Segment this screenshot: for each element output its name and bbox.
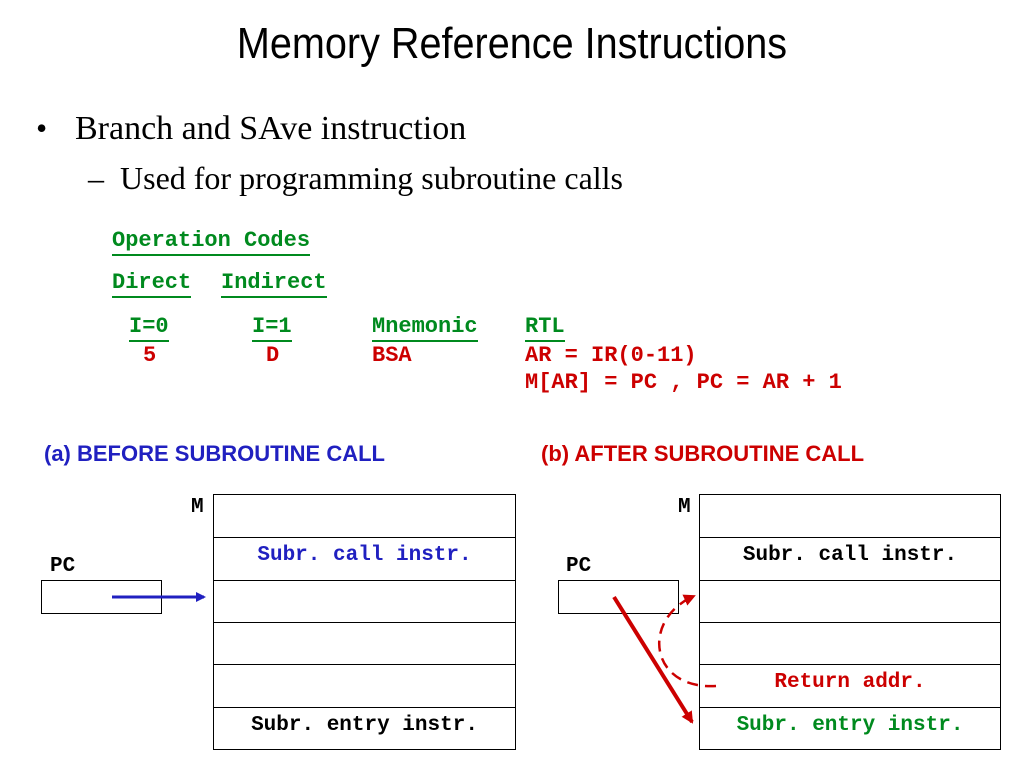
before-memory-word-1: Subr. call instr. — [214, 538, 515, 581]
col-rtl: RTL — [525, 314, 565, 342]
bullet-marker: • — [36, 110, 48, 146]
after-memory-word-4: Return addr. — [700, 665, 1000, 708]
return-address-arrow — [657, 594, 717, 688]
before-memory-word-0 — [214, 495, 515, 538]
before-memory-word-2 — [214, 581, 515, 623]
after-pc-arrow — [612, 595, 694, 724]
rtl-line-2: M[AR] = PC , PC = AR + 1 — [525, 370, 842, 395]
sub-bullet-marker: – — [88, 160, 104, 196]
caption-before: (a) BEFORE SUBROUTINE CALL — [44, 441, 385, 466]
col-mnemonic: Mnemonic — [372, 314, 478, 342]
col-i1: I=1 — [252, 314, 292, 342]
before-memory-word-3 — [214, 623, 515, 665]
before-memory-word-4 — [214, 665, 515, 708]
before-memory-label: M — [191, 496, 204, 519]
before-memory: Subr. call instr. Subr. entry instr. — [213, 494, 516, 750]
val-i1: D — [266, 343, 280, 368]
opcodes-indirect: Indirect — [221, 270, 327, 298]
rtl-line-1: AR = IR(0-11) — [525, 343, 697, 368]
after-memory-label: M — [678, 496, 691, 519]
opcodes-heading: Operation Codes — [112, 228, 311, 256]
after-pc-register — [558, 580, 679, 614]
before-memory-word-5: Subr. entry instr. — [251, 714, 478, 737]
page-title: Memory Reference Instructions — [236, 19, 788, 68]
after-pc-label: PC — [566, 555, 592, 578]
bullet-sub: Used for programming subroutine calls — [120, 160, 623, 196]
opcodes-direct: Direct — [112, 270, 192, 298]
col-i0: I=0 — [129, 314, 169, 342]
after-memory-word-2 — [700, 581, 1000, 623]
val-mnemonic: BSA — [372, 343, 412, 368]
val-i0: 5 — [143, 343, 157, 368]
after-memory-word-5: Subr. entry instr. — [736, 714, 964, 737]
bullet-main: Branch and SAve instruction — [75, 110, 467, 147]
after-memory: Subr. call instr. Return addr. Subr. ent… — [699, 494, 1001, 750]
after-memory-word-1: Subr. call instr. — [700, 538, 1000, 581]
before-pc-label: PC — [50, 555, 76, 578]
after-memory-word-3 — [700, 623, 1000, 665]
after-memory-word-0 — [700, 495, 1000, 538]
caption-after: (b) AFTER SUBROUTINE CALL — [541, 441, 865, 466]
